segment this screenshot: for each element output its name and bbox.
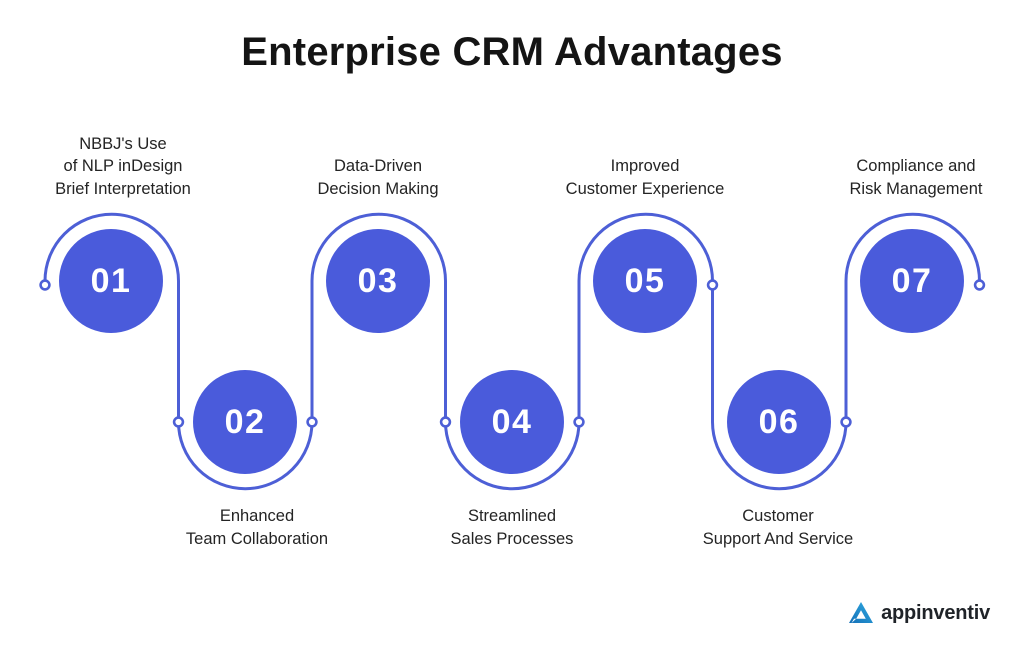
step-label-01: NBBJ's Use of NLP inDesign Brief Interpr… <box>55 134 191 198</box>
step-circle-07: 07 <box>860 229 964 333</box>
flow-path <box>43 212 981 491</box>
step-number: 06 <box>758 402 800 441</box>
step-number: 05 <box>624 261 666 300</box>
step-label-04: Streamlined Sales Processes <box>450 507 574 548</box>
step-circle-03: 03 <box>326 229 430 333</box>
appinventiv-logo-text: appinventiv <box>881 601 990 624</box>
connector-dot <box>973 279 986 291</box>
step-label-02: Enhanced Team Collaboration <box>185 507 329 548</box>
connector-dot <box>439 416 452 428</box>
appinventiv-logo-icon <box>849 602 874 623</box>
step-number: 04 <box>491 402 533 441</box>
step-circle-05: 05 <box>593 229 697 333</box>
step-circle-01: 01 <box>59 229 163 333</box>
connector-dot <box>39 279 51 291</box>
step-circle-06: 06 <box>727 370 831 474</box>
step-circle-04: 04 <box>460 370 564 474</box>
page-title: Enterprise CRM Advantages <box>241 30 783 74</box>
step-number: 01 <box>90 261 132 300</box>
step-label-06: Customer Support And Service <box>702 507 854 548</box>
connector-dot <box>172 416 185 428</box>
step-number: 07 <box>891 261 933 300</box>
step-label-07: Compliance and Risk Management <box>849 157 983 198</box>
step-label-05: Improved Customer Experience <box>565 157 725 198</box>
connector-dot <box>706 279 719 291</box>
connector-dot <box>573 416 585 428</box>
connector-dot <box>306 416 318 428</box>
step-number: 02 <box>224 402 266 441</box>
step-label-03: Data-Driven Decision Making <box>317 157 439 198</box>
step-number: 03 <box>357 261 399 300</box>
step-circle-02: 02 <box>193 370 297 474</box>
connector-dot <box>840 416 852 428</box>
appinventiv-logo: appinventiv <box>848 601 990 625</box>
